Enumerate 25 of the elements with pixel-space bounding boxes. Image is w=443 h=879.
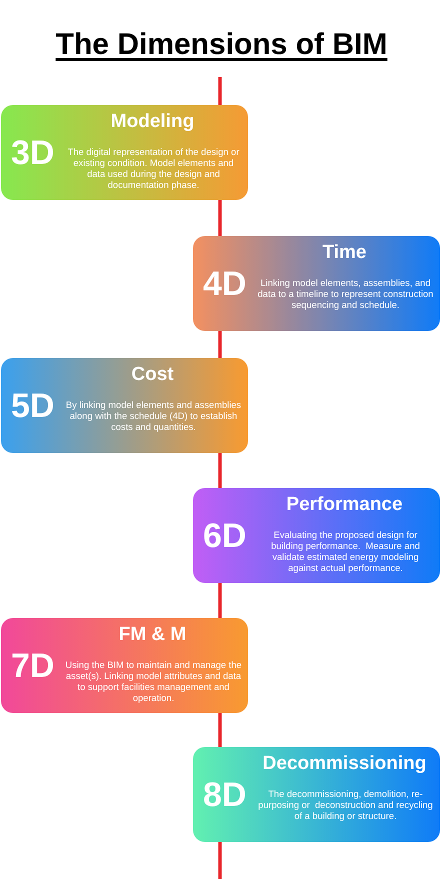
card-heading: Modeling [110,111,196,133]
card-description: The decommissioning, demolition, re-purposing or deconstruction and recycling of a building or structure. [257,789,434,822]
card-description: By linking model elements and assemblies along with the schedule (4D) to establish costs and quantities. [65,400,242,433]
card-description: The digital representation of the design or existing condition. Model elements and data used during the design and documentation phase. [66,147,240,191]
dimension-card [1,618,248,713]
dimension-number: 7D [11,648,54,684]
card-description: Evaluating the proposed design for building performance. Measure and validate estimated energy modeling against actual performance. [270,530,421,574]
dimension-card [193,236,440,331]
dimension-card [1,358,248,453]
card-heading: Time [321,242,368,264]
card-description: Using the BIM to maintain and manage the asset(s). Linking model attributes and data to support facilities management and operation. [65,660,242,704]
dimension-number: 8D [203,777,246,813]
dimension-number: 6D [203,518,246,554]
card-heading: Performance [285,494,404,516]
dimension-number: 4D [203,266,246,302]
dimension-card [1,105,248,200]
card-heading: Cost [130,364,175,386]
card-heading: Decommissioning [262,753,428,775]
page-title: The Dimensions of BIM [54,28,388,62]
dimension-card [193,747,440,842]
dimension-number: 3D [11,135,54,171]
card-description: Linking model elements, assemblies, and data to a timeline to represent construction sequencing and schedule. [257,278,434,311]
dimension-number: 5D [11,388,54,424]
card-heading: FM & M [118,624,188,646]
dimension-card [193,488,440,583]
